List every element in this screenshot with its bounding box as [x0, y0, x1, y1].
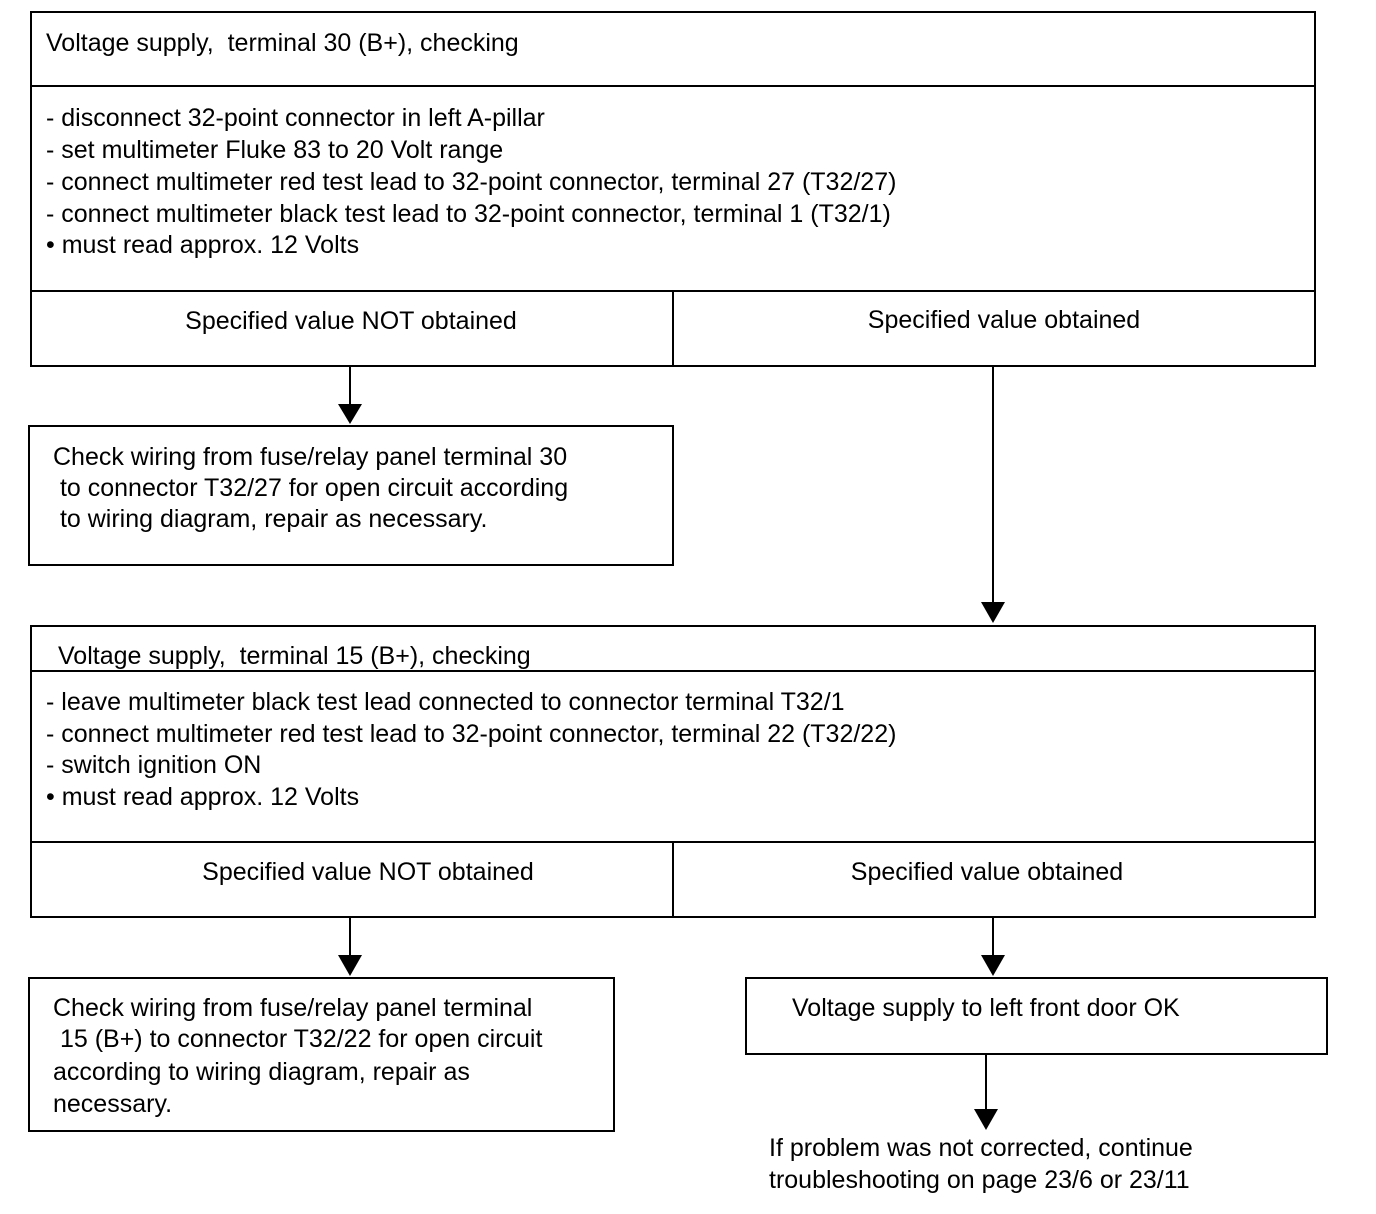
step1-instruction-3: - connect multimeter red test lead to 32…	[46, 168, 897, 196]
step1-title: Voltage supply, terminal 30 (B+), checki…	[46, 29, 519, 57]
step1-instruction-1: - disconnect 32-point connector in left …	[46, 104, 545, 132]
step1-instruction-2: - set multimeter Fluke 83 to 20 Volt ran…	[46, 136, 504, 164]
arrow-step1-not-obtained	[338, 367, 362, 424]
step1-action-line-3: to wiring diagram, repair as necessary.	[53, 505, 488, 533]
step2-result-text: Voltage supply to left front door OK	[792, 994, 1180, 1022]
step2-title-divider	[30, 670, 1316, 672]
step1-branch-separator	[672, 290, 674, 367]
step2-action-box	[28, 977, 615, 1132]
step2-action-line-4: necessary.	[53, 1090, 173, 1118]
step2-result-box	[745, 977, 1328, 1055]
footer-note-line-2: troubleshooting on page 23/6 or 23/11	[769, 1166, 1190, 1194]
step2-instruction-4: • must read approx. 12 Volts	[46, 783, 360, 811]
arrow-step1-obtained	[981, 367, 1005, 623]
step2-action-line-3: according to wiring diagram, repair as	[53, 1058, 470, 1086]
step1-instruction-4: - connect multimeter black test lead to …	[46, 200, 891, 228]
step2-instruction-2: - connect multimeter red test lead to 32…	[46, 720, 897, 748]
arrow-step2-obtained	[981, 918, 1005, 976]
step2-action-line-2: 15 (B+) to connector T32/22 for open cir…	[53, 1025, 543, 1053]
step1-title-divider	[30, 85, 1316, 87]
step2-branch-obtained: Specified value obtained	[850, 858, 1124, 886]
step1-branch-not-obtained: Specified value NOT obtained	[185, 307, 517, 335]
step2-instruction-3: - switch ignition ON	[46, 751, 262, 779]
step2-branch-not-obtained: Specified value NOT obtained	[202, 858, 534, 886]
step1-instruction-5: • must read approx. 12 Volts	[46, 231, 360, 259]
step2-title: Voltage supply, terminal 15 (B+), checki…	[58, 642, 531, 670]
step1-action-line-1: Check wiring from fuse/relay panel termi…	[53, 443, 568, 471]
step1-branch-obtained: Specified value obtained	[867, 306, 1141, 334]
footer-note-line-1: If problem was not corrected, continue	[769, 1134, 1193, 1162]
step2-action-line-1: Check wiring from fuse/relay panel termi…	[53, 994, 533, 1022]
arrow-to-footer-note	[974, 1055, 998, 1130]
step2-instruction-1: - leave multimeter black test lead conne…	[46, 688, 845, 716]
step1-action-line-2: to connector T32/27 for open circuit acc…	[53, 474, 569, 502]
step1-action-box	[28, 425, 674, 566]
step2-branch-separator	[672, 841, 674, 918]
arrow-step2-not-obtained	[338, 918, 362, 976]
